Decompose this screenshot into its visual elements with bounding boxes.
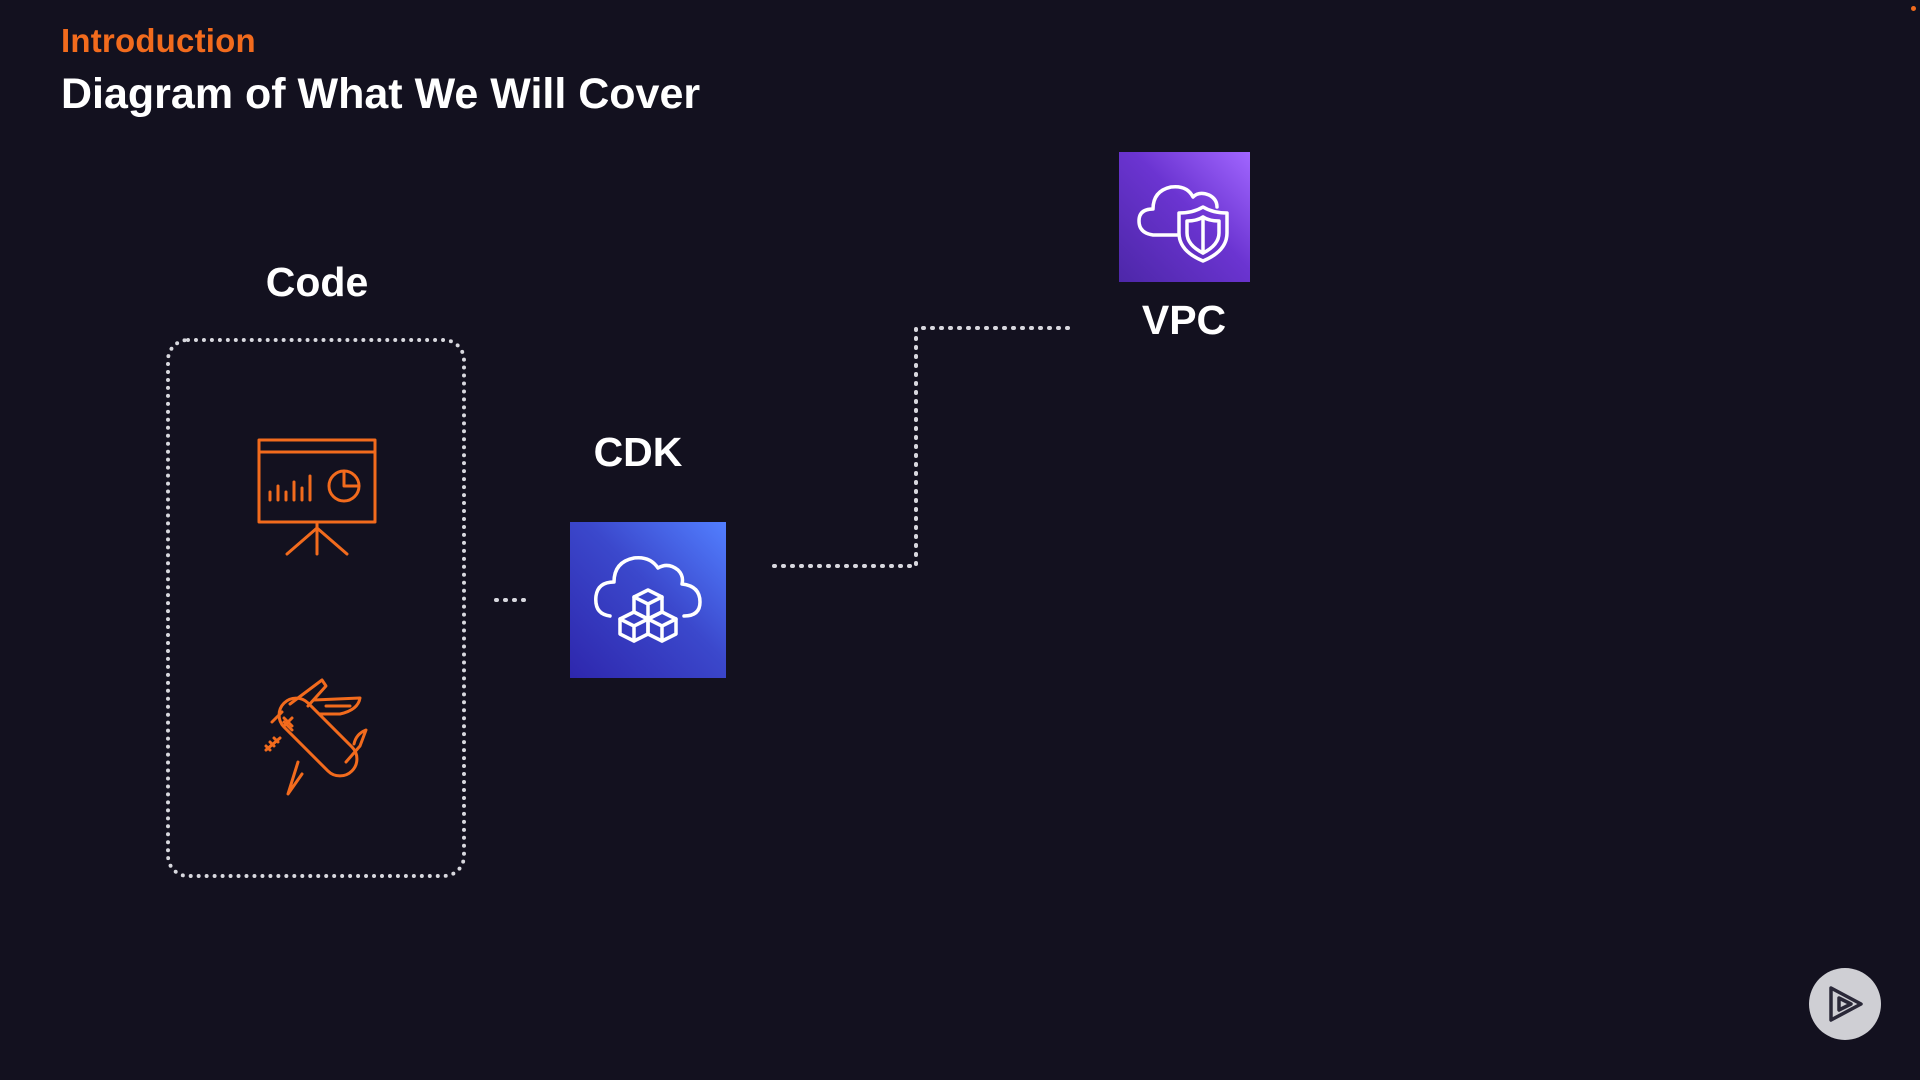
code-group-box (166, 338, 466, 878)
presentation-board-icon (257, 438, 377, 556)
corner-indicator-dot (1911, 6, 1916, 11)
vpc-service-tile (1119, 152, 1250, 282)
cdk-service-tile (570, 522, 726, 678)
vpc-label: VPC (1141, 297, 1227, 343)
swiss-army-knife-icon (264, 678, 368, 796)
cloud-shield-icon (1136, 184, 1229, 263)
play-icon (1829, 986, 1863, 1022)
code-label: Code (265, 259, 369, 305)
play-button[interactable] (1809, 968, 1881, 1040)
connector-cdk-vpc (772, 326, 1070, 568)
section-label: Introduction (61, 22, 256, 59)
cloud-cubes-icon (594, 555, 702, 643)
cdk-label: CDK (593, 429, 683, 475)
slide-title: Diagram of What We Will Cover (61, 70, 701, 118)
